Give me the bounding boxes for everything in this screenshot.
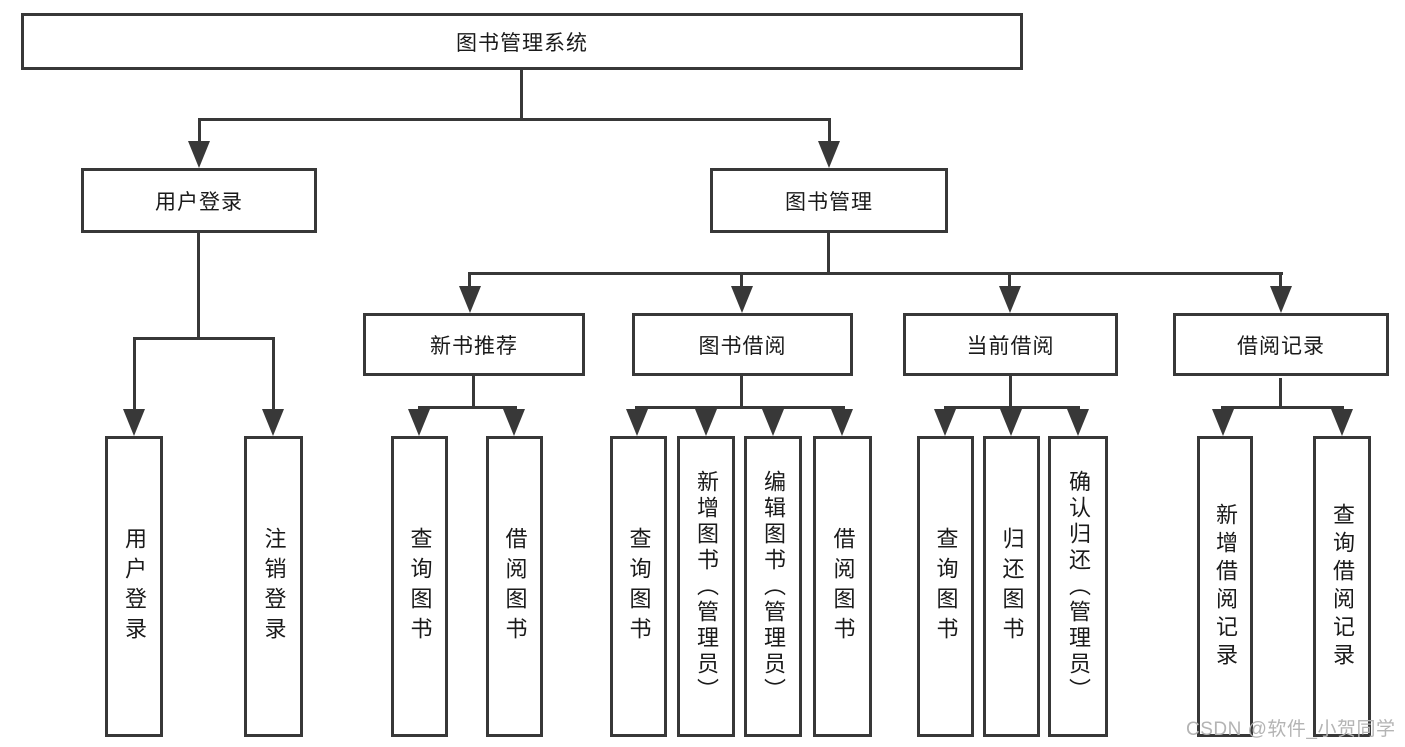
connector-level1-vstub-left: [198, 118, 201, 145]
arrowhead-newbooks-query: [408, 409, 430, 436]
leaf-newbooks-borrow: 借阅图书: [486, 436, 543, 737]
connector-level2-vstub-3: [1008, 272, 1011, 290]
leaf-logout-label: 注销登录: [261, 526, 287, 647]
leaf-bookborrow-borrow-label: 借阅图书: [830, 526, 856, 647]
leaf-bookborrow-edit: 编辑图书（管理员）: [744, 436, 802, 737]
arrowhead-bookborrow-borrow: [831, 409, 853, 436]
arrowhead-bookborrow-edit: [762, 409, 784, 436]
connector-bookborrow-hline: [635, 406, 845, 409]
arrowhead-bookborrow-query: [626, 409, 648, 436]
leaf-currentborrow-confirm: 确认归还（管理员）: [1048, 436, 1108, 737]
node-book-mgmt-label: 图书管理: [785, 190, 873, 214]
connector-records-hline: [1221, 406, 1344, 409]
node-new-books-label: 新书推荐: [430, 334, 518, 358]
node-root: 图书管理系统: [21, 13, 1023, 70]
leaf-records-add: 新增借阅记录: [1197, 436, 1253, 737]
leaf-records-query-label: 查询借阅记录: [1330, 502, 1355, 671]
node-book-borrow: 图书借阅: [632, 313, 853, 376]
arrowhead-currentborrow-query: [934, 409, 956, 436]
node-user-login-label: 用户登录: [155, 190, 243, 214]
node-new-books: 新书推荐: [363, 313, 585, 376]
leaf-records-query: 查询借阅记录: [1313, 436, 1371, 737]
connector-userlogin-stem: [197, 233, 200, 337]
arrowhead-current-borrow: [999, 286, 1021, 313]
node-current-borrow: 当前借阅: [903, 313, 1118, 376]
arrowhead-newbooks-borrow: [503, 409, 525, 436]
connector-bookmgmt-stem: [827, 233, 830, 272]
arrowhead-login: [123, 409, 145, 436]
csdn-watermark: CSDN @软件_小贺同学: [1186, 719, 1396, 740]
leaf-newbooks-query-label: 查询图书: [407, 526, 433, 647]
connector-bookborrow-stem: [740, 376, 743, 406]
leaf-currentborrow-confirm-label: 确认归还（管理员）: [1066, 469, 1091, 704]
connector-level2-vstub-2: [740, 272, 743, 290]
leaf-records-add-label: 新增借阅记录: [1213, 502, 1238, 671]
arrowhead-currentborrow-confirm: [1067, 409, 1089, 436]
leaf-bookborrow-add-label: 新增图书（管理员）: [694, 469, 719, 704]
arrowhead-borrow-records: [1270, 286, 1292, 313]
connector-root-stem: [520, 69, 523, 118]
arrowhead-book-borrow: [731, 286, 753, 313]
node-borrow-records: 借阅记录: [1173, 313, 1389, 376]
node-current-borrow-label: 当前借阅: [966, 334, 1055, 358]
node-root-label: 图书管理系统: [456, 31, 588, 55]
leaf-currentborrow-return-label: 归还图书: [999, 526, 1025, 647]
node-user-login: 用户登录: [81, 168, 317, 233]
leaf-currentborrow-query: 查询图书: [917, 436, 974, 737]
leaf-bookborrow-borrow: 借阅图书: [813, 436, 872, 737]
leaf-newbooks-borrow-label: 借阅图书: [502, 526, 528, 647]
connector-newbooks-hline: [418, 406, 517, 409]
leaf-logout: 注销登录: [244, 436, 303, 737]
connector-level2-vstub-4: [1279, 272, 1282, 290]
leaf-user-login-label: 用户登录: [122, 526, 147, 647]
leaf-newbooks-query: 查询图书: [391, 436, 448, 737]
leaf-bookborrow-edit-label: 编辑图书（管理员）: [761, 469, 786, 704]
leaf-bookborrow-add: 新增图书（管理员）: [677, 436, 735, 737]
connector-userlogin-vstub-2: [272, 337, 275, 412]
leaf-bookborrow-query-label: 查询图书: [626, 526, 652, 647]
node-borrow-records-label: 借阅记录: [1237, 334, 1325, 358]
connector-level1-vstub-right: [828, 118, 831, 145]
leaf-user-login: 用户登录: [105, 436, 163, 737]
node-book-mgmt: 图书管理: [710, 168, 948, 233]
arrowhead-user-login: [188, 141, 210, 168]
arrowhead-book-mgmt: [818, 141, 840, 168]
arrowhead-records-add: [1212, 409, 1234, 436]
connector-userlogin-vstub-1: [133, 337, 136, 412]
connector-records-stem: [1279, 378, 1282, 406]
connector-level1-hline: [198, 118, 831, 121]
node-book-borrow-label: 图书借阅: [698, 334, 787, 358]
arrowhead-bookborrow-add: [695, 409, 717, 436]
arrowhead-new-books: [459, 286, 481, 313]
connector-currentborrow-stem: [1009, 376, 1012, 406]
arrowhead-logout: [262, 409, 284, 436]
leaf-bookborrow-query: 查询图书: [610, 436, 667, 737]
connector-level2-vstub-1: [468, 272, 471, 290]
arrowhead-records-query: [1331, 409, 1353, 436]
arrowhead-currentborrow-return: [1000, 409, 1022, 436]
leaf-currentborrow-return: 归还图书: [983, 436, 1040, 737]
leaf-currentborrow-query-label: 查询图书: [933, 526, 959, 647]
connector-newbooks-stem: [472, 376, 475, 406]
connector-level2-hline: [469, 272, 1283, 275]
connector-userlogin-hline: [133, 337, 275, 340]
